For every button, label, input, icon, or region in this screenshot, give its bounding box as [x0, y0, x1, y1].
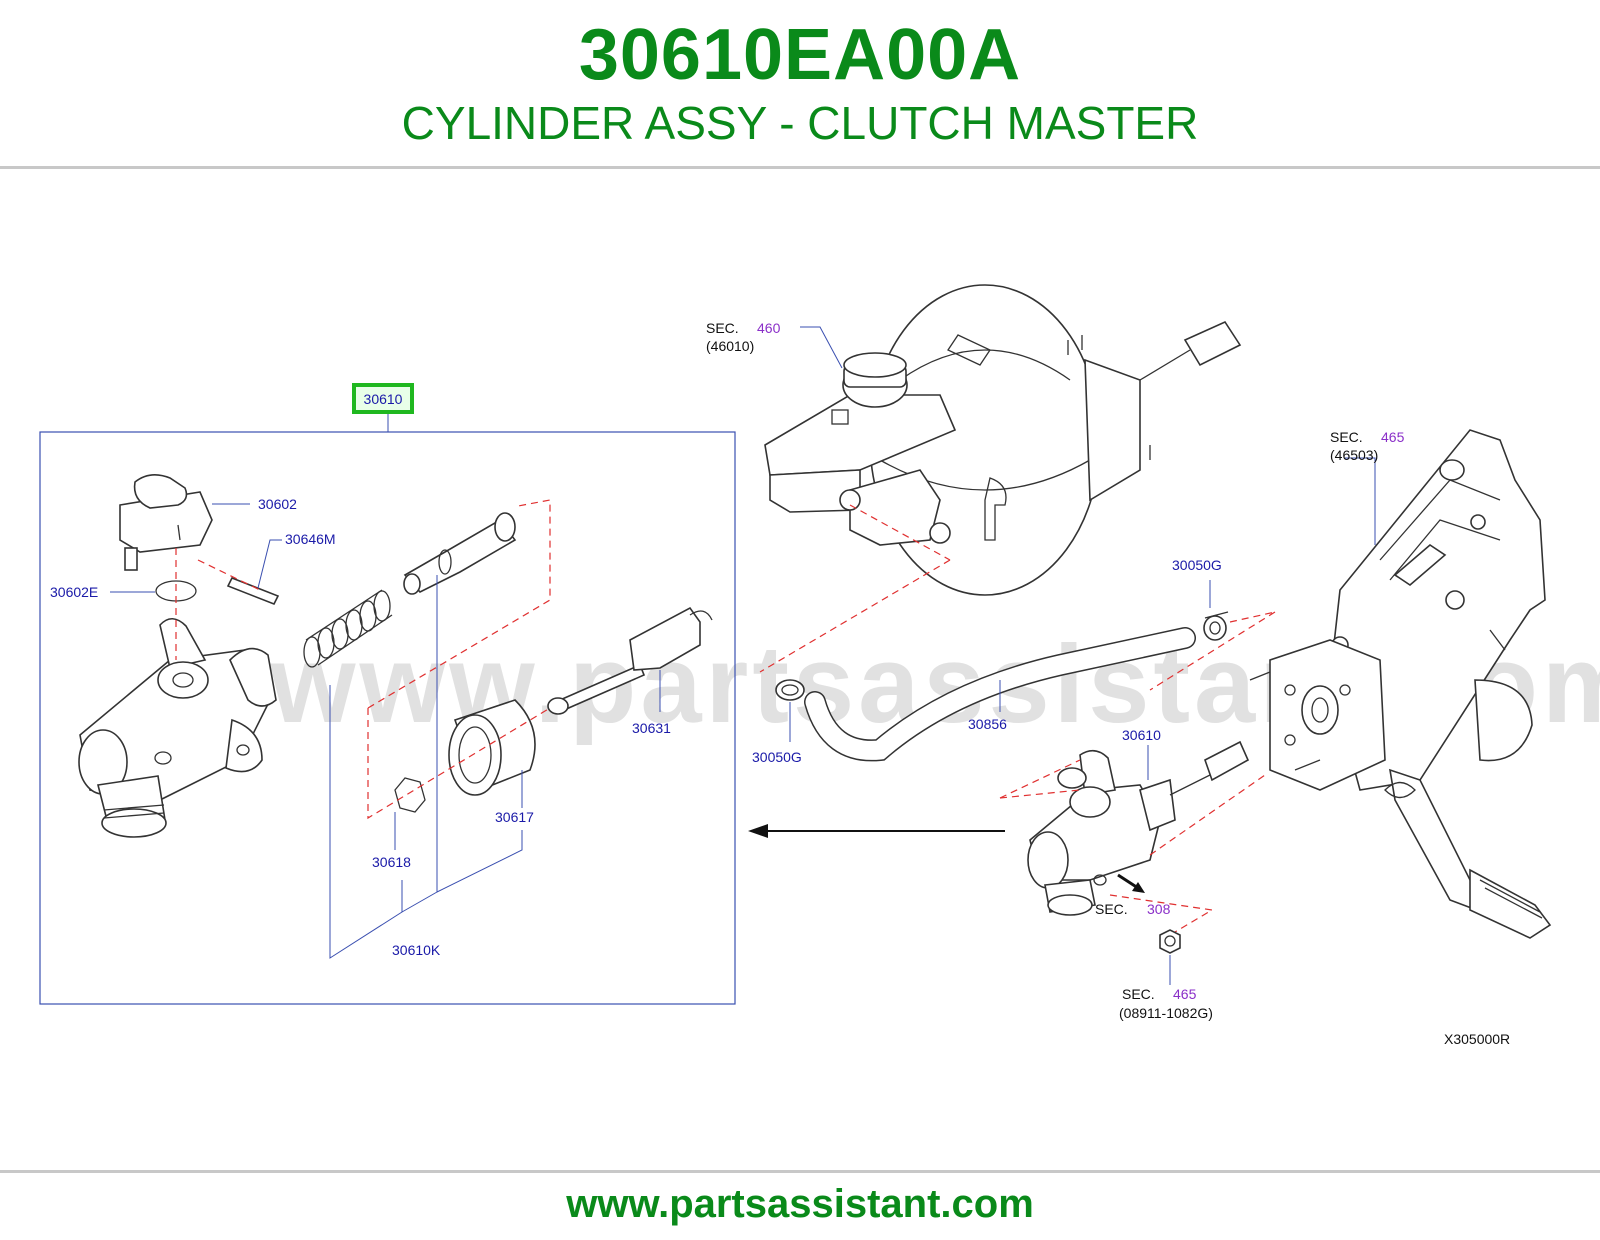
install-arrow-head	[1132, 882, 1145, 893]
leader-30646m	[257, 539, 282, 589]
callout-30617[interactable]: 30617	[495, 809, 534, 825]
sec-460-prefix: SEC.	[706, 320, 739, 336]
dash-explode-bottom	[367, 707, 551, 820]
nut-part	[1159, 929, 1181, 954]
clutch-master-assembly-part	[1027, 740, 1250, 916]
piston-part	[403, 512, 517, 595]
parts-diagram-svg: www.partsassistant.com 30610 30602 30646…	[39, 284, 1600, 1047]
sec-465-nut-code: (08911-1082G)	[1119, 1005, 1213, 1021]
sec-308-prefix: SEC.	[1095, 901, 1128, 917]
leader-sec-465-pedal	[1345, 457, 1376, 545]
sec-308-number[interactable]: 308	[1147, 901, 1171, 917]
sec-460-number[interactable]: 460	[757, 320, 781, 336]
dash-explode-top	[367, 499, 551, 709]
sec-465-pedal-number[interactable]: 465	[1381, 429, 1405, 445]
callout-30610K[interactable]: 30610K	[392, 942, 441, 958]
part-number-title: 30610EA00A	[578, 15, 1022, 95]
hose-part	[805, 628, 1195, 760]
clutch-pedal-arm-part	[1384, 768, 1552, 939]
callout-30856[interactable]: 30856	[968, 716, 1007, 732]
callout-30602E[interactable]: 30602E	[50, 584, 98, 600]
leader-30610k-right	[436, 830, 523, 893]
leader-30610k-left	[329, 685, 403, 959]
callout-30610-assembly[interactable]: 30610	[1122, 727, 1161, 743]
cylinder-sleeve-part	[448, 699, 536, 796]
push-rod-part	[547, 606, 713, 715]
master-cylinder-body-part	[78, 617, 277, 838]
callout-30646M[interactable]: 30646M	[285, 531, 336, 547]
part-name-subtitle: CYLINDER ASSY - CLUTCH MASTER	[401, 97, 1199, 149]
sec-465-nut-prefix: SEC.	[1122, 986, 1155, 1002]
hose-clamp-bottom-part	[775, 679, 805, 701]
dash-assembly-top	[999, 759, 1081, 799]
footer-url-link[interactable]: www.partsassistant.com	[566, 1182, 1034, 1226]
callout-30050G-top[interactable]: 30050G	[1172, 557, 1222, 573]
footer-divider	[0, 1170, 1600, 1173]
direction-arrow-head	[748, 824, 768, 838]
sec-465-nut-number[interactable]: 465	[1173, 986, 1197, 1002]
pin-part	[226, 576, 280, 606]
callout-30050G-bottom[interactable]: 30050G	[752, 749, 802, 765]
sec-465-pedal-code: (46503)	[1330, 447, 1378, 463]
callout-30610-highlight[interactable]	[352, 383, 414, 414]
callout-30618[interactable]: 30618	[372, 854, 411, 870]
hose-clamp-top-part	[1203, 611, 1229, 641]
pedal-mount-plate-part	[1249, 639, 1386, 791]
retaining-ring-part	[394, 777, 426, 813]
dash-assembly-top2	[999, 789, 1081, 799]
reservoir-fitting-part	[119, 474, 213, 571]
dash-hose-return	[1149, 611, 1276, 691]
leader-sec-460	[800, 326, 843, 369]
parts-diagram: www.partsassistant.com 30610 30602 30646…	[0, 175, 1600, 1165]
booster-reservoir-part	[764, 352, 957, 546]
callout-30602[interactable]: 30602	[258, 496, 297, 512]
diagram-code: X305000R	[1444, 1031, 1510, 1047]
dash-assembly-to-nut	[1109, 894, 1214, 936]
header: 30610EA00A CYLINDER ASSY - CLUTCH MASTER	[0, 0, 1600, 168]
callout-30610[interactable]: 30610	[364, 391, 403, 407]
return-spring-part	[303, 589, 393, 668]
dash-clamp-to-pedal	[1229, 611, 1276, 623]
header-divider	[0, 166, 1600, 169]
sec-465-pedal-prefix: SEC.	[1330, 429, 1363, 445]
install-arrow-line	[1117, 873, 1139, 890]
sec-460-code: (46010)	[706, 338, 754, 354]
dash-booster-to-hose	[759, 559, 951, 673]
callout-30631[interactable]: 30631	[632, 720, 671, 736]
